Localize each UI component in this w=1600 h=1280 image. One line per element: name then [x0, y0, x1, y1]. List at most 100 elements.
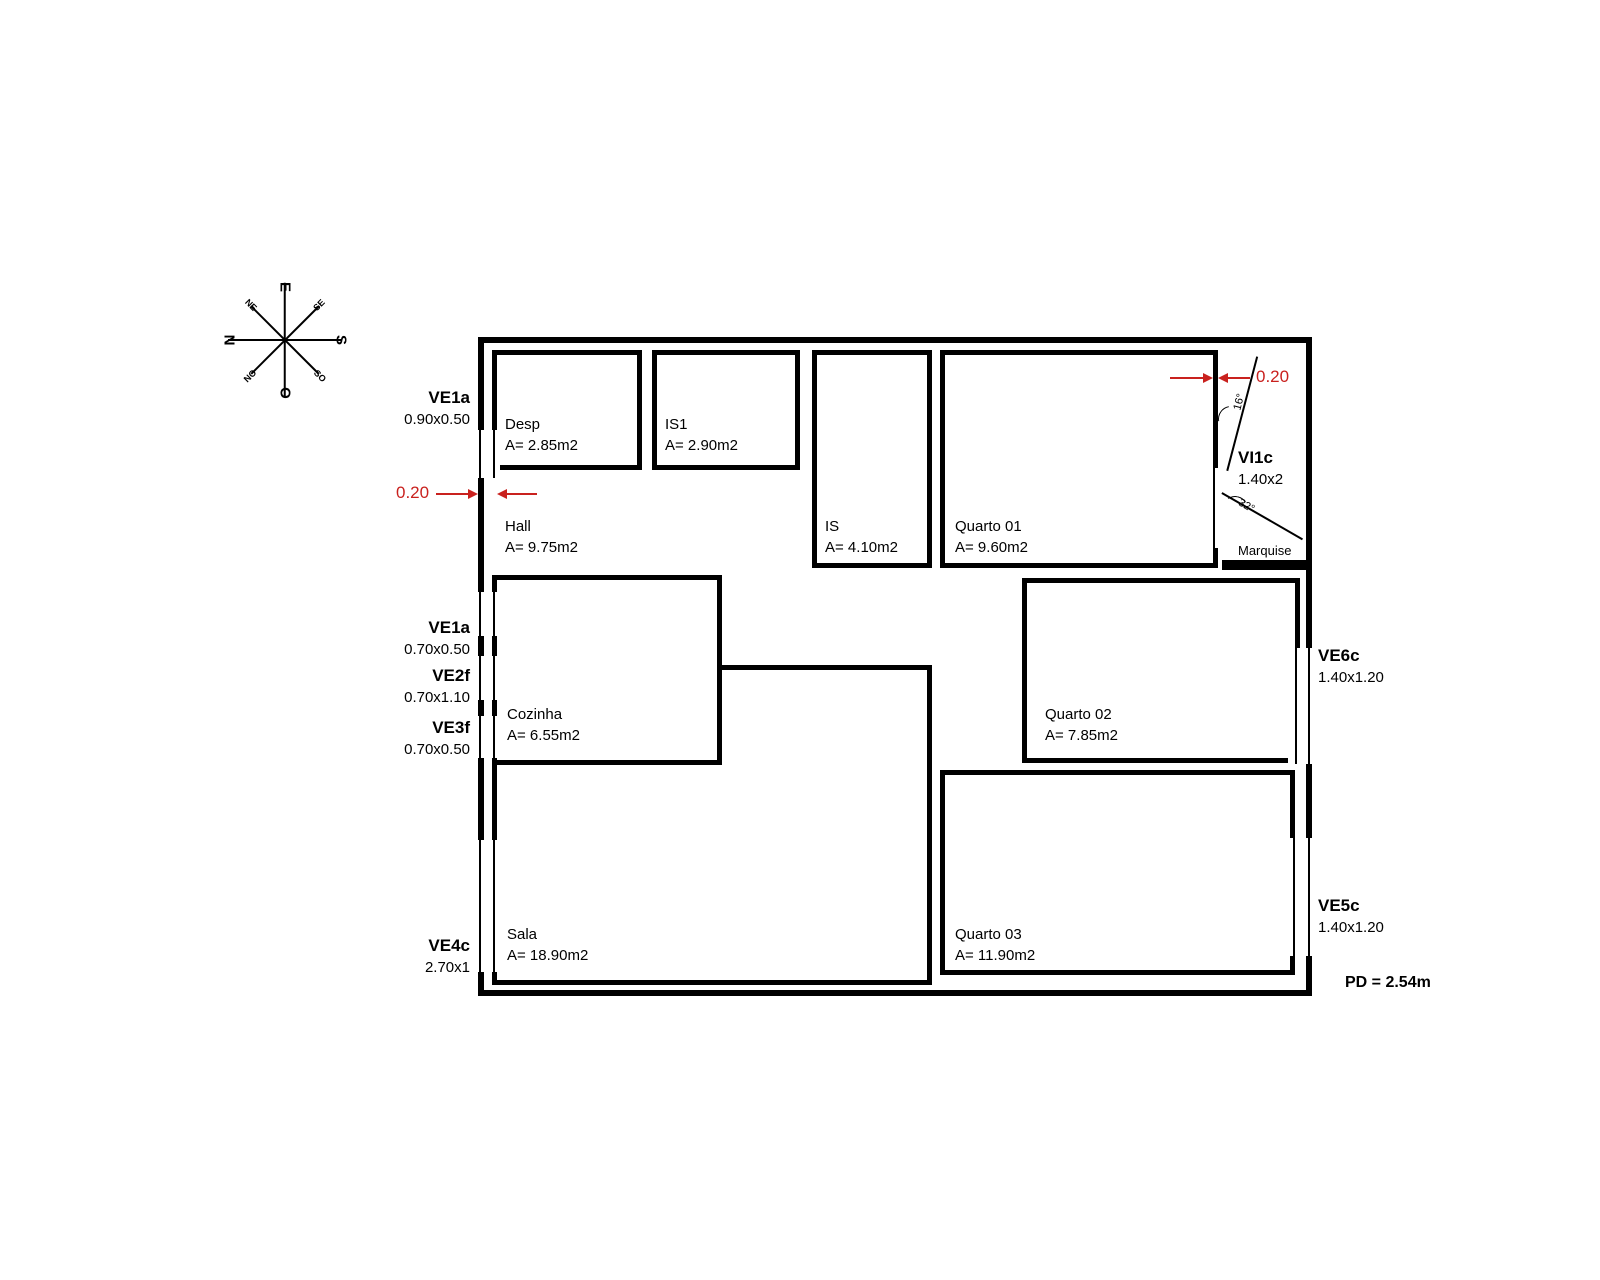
- window-code: VE1a: [428, 388, 470, 407]
- window-size: 1.40x2: [1238, 471, 1284, 488]
- compass-label-west: O: [276, 387, 294, 399]
- room-name: Hall: [505, 518, 531, 535]
- room-area: A= 11.90m2: [955, 947, 1036, 964]
- window-code: VE2f: [432, 666, 470, 685]
- room-label-quarto03: Quarto 03 A= 11.90m2: [955, 924, 1035, 966]
- room-label-marquise: Marquise: [1238, 540, 1291, 561]
- dim-line: [1170, 377, 1203, 379]
- window-size: 0.90x0.50: [404, 411, 470, 428]
- room-label-quarto02: Quarto 02 A= 7.85m2: [1045, 704, 1118, 746]
- room-quarto02-outline: [1022, 578, 1300, 763]
- room-name: Sala: [507, 926, 538, 943]
- room-name: Cozinha: [507, 706, 563, 723]
- window-glazing-line: [1295, 648, 1297, 764]
- room-cozinha-outline: [492, 575, 722, 765]
- room-name: Marquise: [1238, 543, 1292, 558]
- window-glazing-line: [493, 716, 495, 758]
- room-name: Quarto 01: [955, 518, 1022, 535]
- window-size: 0.70x0.50: [404, 641, 470, 658]
- room-label-desp: Desp A= 2.85m2: [505, 414, 578, 456]
- room-area: A= 9.60m2: [955, 539, 1028, 556]
- compass-label-south: S: [332, 334, 350, 346]
- window-glazing-line: [1308, 648, 1310, 764]
- room-area: A= 6.55m2: [507, 727, 580, 744]
- room-area: A= 9.75m2: [505, 539, 578, 556]
- room-area: A= 18.90m2: [507, 947, 589, 964]
- window-code: VE1a: [428, 618, 470, 637]
- compass-label-east: E: [276, 281, 294, 293]
- window-opening-ve5c: [1288, 838, 1316, 956]
- room-is1-outline: [652, 350, 800, 470]
- dim-line: [1228, 377, 1250, 379]
- room-area: A= 2.90m2: [665, 437, 738, 454]
- marquise-bottom-wall: [1222, 560, 1306, 570]
- room-name: IS1: [665, 416, 688, 433]
- wall-thickness-dim-top: 0.20: [1256, 367, 1290, 386]
- window-glazing-line: [479, 840, 481, 972]
- window-label-ve1a-mid: VE1a 0.70x0.50: [386, 616, 470, 661]
- room-label-cozinha: Cozinha A= 6.55m2: [507, 704, 580, 746]
- room-area: A= 7.85m2: [1045, 727, 1118, 744]
- window-glazing-line: [493, 656, 495, 700]
- dim-arrow-right: [468, 489, 478, 499]
- window-glazing-line: [479, 430, 481, 478]
- room-area: A= 2.85m2: [505, 437, 578, 454]
- room-name: Quarto 02: [1045, 706, 1112, 723]
- ceiling-height-note: PD = 2.54m: [1345, 974, 1431, 991]
- window-label-ve6c: VE6c 1.40x1.20: [1318, 644, 1384, 689]
- window-opening-ve1a-top: [473, 430, 500, 478]
- dim-arrow-left: [1218, 373, 1228, 383]
- room-label-quarto01: Quarto 01 A= 9.60m2: [955, 516, 1028, 558]
- window-opening-vi1c: [1208, 468, 1222, 548]
- window-code: VI1c: [1238, 448, 1273, 467]
- window-size: 0.70x1.10: [404, 689, 470, 706]
- window-glazing-line: [479, 716, 481, 758]
- window-label-ve1a-top: VE1a 0.90x0.50: [386, 386, 470, 431]
- window-code: VE3f: [432, 718, 470, 737]
- compass-label-north: N: [220, 334, 238, 346]
- room-label-is: IS A= 4.10m2: [825, 516, 898, 558]
- window-size: 1.40x1.20: [1318, 919, 1384, 936]
- window-opening-ve3f: [473, 716, 500, 758]
- window-size: 1.40x1.20: [1318, 669, 1384, 686]
- room-is-outline: [812, 350, 932, 568]
- window-code: VE4c: [428, 936, 470, 955]
- dim-line: [507, 493, 537, 495]
- window-label-ve4c: VE4c 2.70x1: [386, 934, 470, 979]
- dim-arrow-right: [1203, 373, 1213, 383]
- room-quarto03-outline: [940, 770, 1295, 975]
- wall-thickness-dim-left: 0.20: [396, 483, 430, 502]
- room-label-sala: Sala A= 18.90m2: [507, 924, 588, 966]
- window-glazing-line: [1308, 838, 1310, 956]
- room-name: IS: [825, 518, 840, 535]
- window-opening-ve6c: [1288, 648, 1316, 764]
- window-opening-ve1a-mid: [473, 592, 500, 636]
- window-glazing-line: [479, 656, 481, 700]
- room-quarto01-outline: [940, 350, 1218, 568]
- room-desp-outline: [492, 350, 642, 470]
- room-name: Quarto 03: [955, 926, 1022, 943]
- window-size: 2.70x1: [424, 959, 470, 976]
- window-glazing-line: [479, 592, 481, 636]
- window-size: 0.70x0.50: [404, 741, 470, 758]
- window-code: VE6c: [1318, 646, 1360, 665]
- dim-line: [436, 493, 468, 495]
- window-glazing-line: [1293, 838, 1295, 956]
- room-name: Desp: [505, 416, 541, 433]
- window-label-ve5c: VE5c 1.40x1.20: [1318, 894, 1384, 939]
- window-label-ve2f: VE2f 0.70x1.10: [386, 664, 470, 709]
- window-code: VE5c: [1318, 896, 1360, 915]
- compass-label-northwest: NO: [241, 367, 259, 385]
- window-label-ve3f: VE3f 0.70x0.50: [386, 716, 470, 761]
- window-glazing-line: [493, 592, 495, 636]
- room-label-hall: Hall A= 9.75m2: [505, 516, 578, 558]
- window-label-vi1c: VI1c 1.40x2: [1238, 446, 1283, 491]
- room-area: A= 4.10m2: [825, 539, 898, 556]
- window-glazing-line: [493, 840, 495, 972]
- window-glazing-line: [493, 430, 495, 478]
- room-label-is1: IS1 A= 2.90m2: [665, 414, 738, 456]
- dim-arrow-left: [497, 489, 507, 499]
- window-opening-ve4c: [473, 840, 500, 972]
- window-opening-ve2f: [473, 656, 500, 700]
